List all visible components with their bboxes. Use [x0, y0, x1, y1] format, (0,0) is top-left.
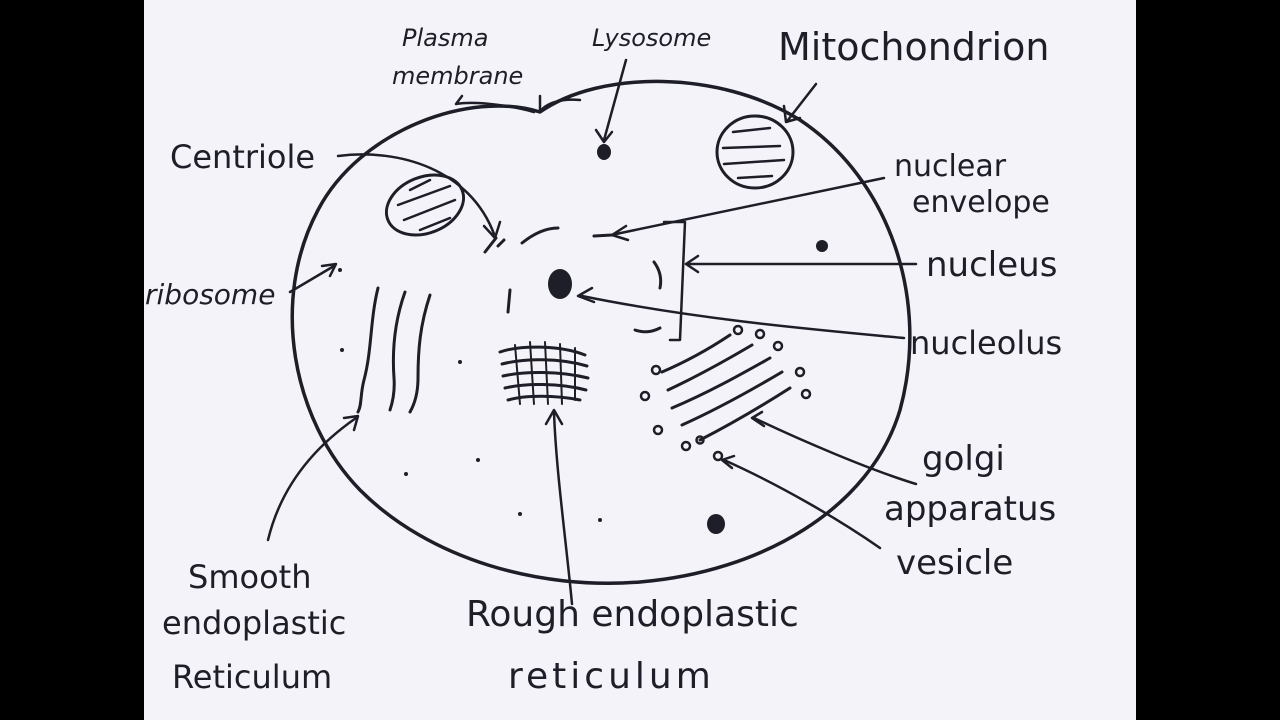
label-smooth-er-3: Reticulum	[172, 658, 332, 696]
label-smooth-er-1: Smooth	[188, 558, 311, 596]
dark-granule-right	[816, 240, 828, 252]
label-plasma-membrane-1: Plasma	[402, 24, 488, 52]
label-mitochondrion: Mitochondrion	[778, 25, 1049, 69]
label-golgi-1: golgi	[922, 439, 1005, 479]
mitochondrion-left	[384, 173, 466, 237]
rough-er-shape	[498, 341, 590, 405]
label-ribosome: ribosome	[145, 278, 275, 311]
label-vesicle: vesicle	[896, 543, 1013, 583]
nucleus-bracket	[662, 220, 687, 342]
ribosome-dots	[338, 268, 602, 522]
label-rough-er-2: reticulum	[508, 656, 715, 697]
plasma-membrane	[290, 79, 912, 586]
label-plasma-membrane-2: membrane	[392, 62, 523, 90]
label-nuclear-envelope-1: nuclear	[894, 149, 1007, 184]
smooth-er-shape	[356, 286, 432, 414]
label-nuclear-envelope-2: envelope	[912, 185, 1050, 220]
centriole-mark	[483, 236, 506, 254]
label-lysosome: Lysosome	[592, 24, 711, 52]
label-golgi-2: apparatus	[884, 489, 1056, 529]
lysosome-dot	[597, 144, 611, 160]
vesicles	[639, 324, 812, 462]
golgi-shape	[660, 333, 792, 442]
paper-sheet	[144, 0, 1136, 720]
label-nucleolus: nucleolus	[910, 324, 1062, 362]
label-nucleus: nucleus	[926, 245, 1057, 285]
label-smooth-er-2: endoplastic	[162, 604, 346, 642]
nuclear-envelope	[506, 226, 663, 334]
pointer-lines	[266, 58, 918, 606]
mitochondrion-top-right	[715, 114, 795, 190]
label-centriole: Centriole	[170, 138, 315, 176]
nucleolus-dot	[548, 269, 572, 299]
dark-granule-bottom	[707, 514, 725, 534]
label-rough-er-1: Rough endoplastic	[466, 594, 799, 635]
